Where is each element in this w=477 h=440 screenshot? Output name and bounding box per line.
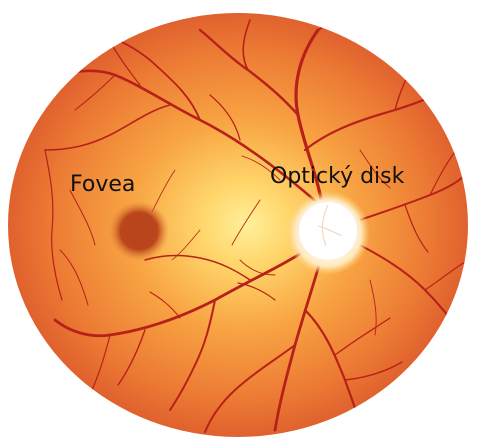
fovea-label: Fovea	[70, 174, 135, 196]
retina-background	[8, 13, 468, 437]
optic-disc-label: Optický disk	[270, 166, 404, 188]
optic-disc	[298, 201, 358, 261]
